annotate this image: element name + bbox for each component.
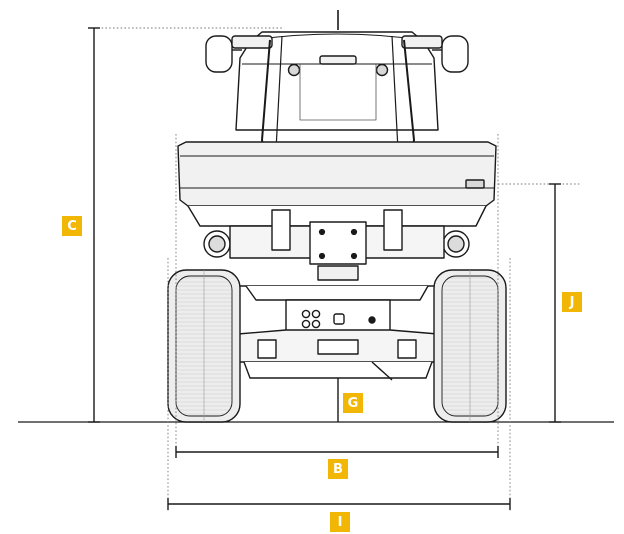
svg-text:I: I (338, 515, 343, 530)
dimension-c-line (88, 27, 100, 423)
svg-text:G: G (348, 396, 359, 411)
dimension-b-line (175, 446, 499, 458)
dimension-j-line (549, 183, 561, 423)
machine-rear-view (167, 10, 507, 423)
dimension-i-line (167, 498, 511, 510)
dimension-badge-g: G (343, 393, 363, 413)
left-mirror (205, 35, 233, 73)
dimension-badge-c: C (62, 216, 82, 236)
left-rear-lamp (203, 230, 231, 258)
chassis (229, 209, 445, 388)
left-tire (167, 269, 241, 423)
right-rear-lamp (442, 230, 470, 258)
dimension-badge-i: I (330, 512, 350, 532)
svg-text:J: J (569, 295, 575, 310)
dimension-badge-j: J (562, 292, 582, 312)
right-tire (433, 269, 507, 423)
svg-text:C: C (67, 219, 77, 234)
dimension-badge-b: B (328, 459, 348, 479)
rear-body (177, 141, 497, 227)
dimension-lines (88, 27, 580, 512)
svg-text:B: B (333, 462, 343, 477)
right-mirror (441, 35, 469, 73)
